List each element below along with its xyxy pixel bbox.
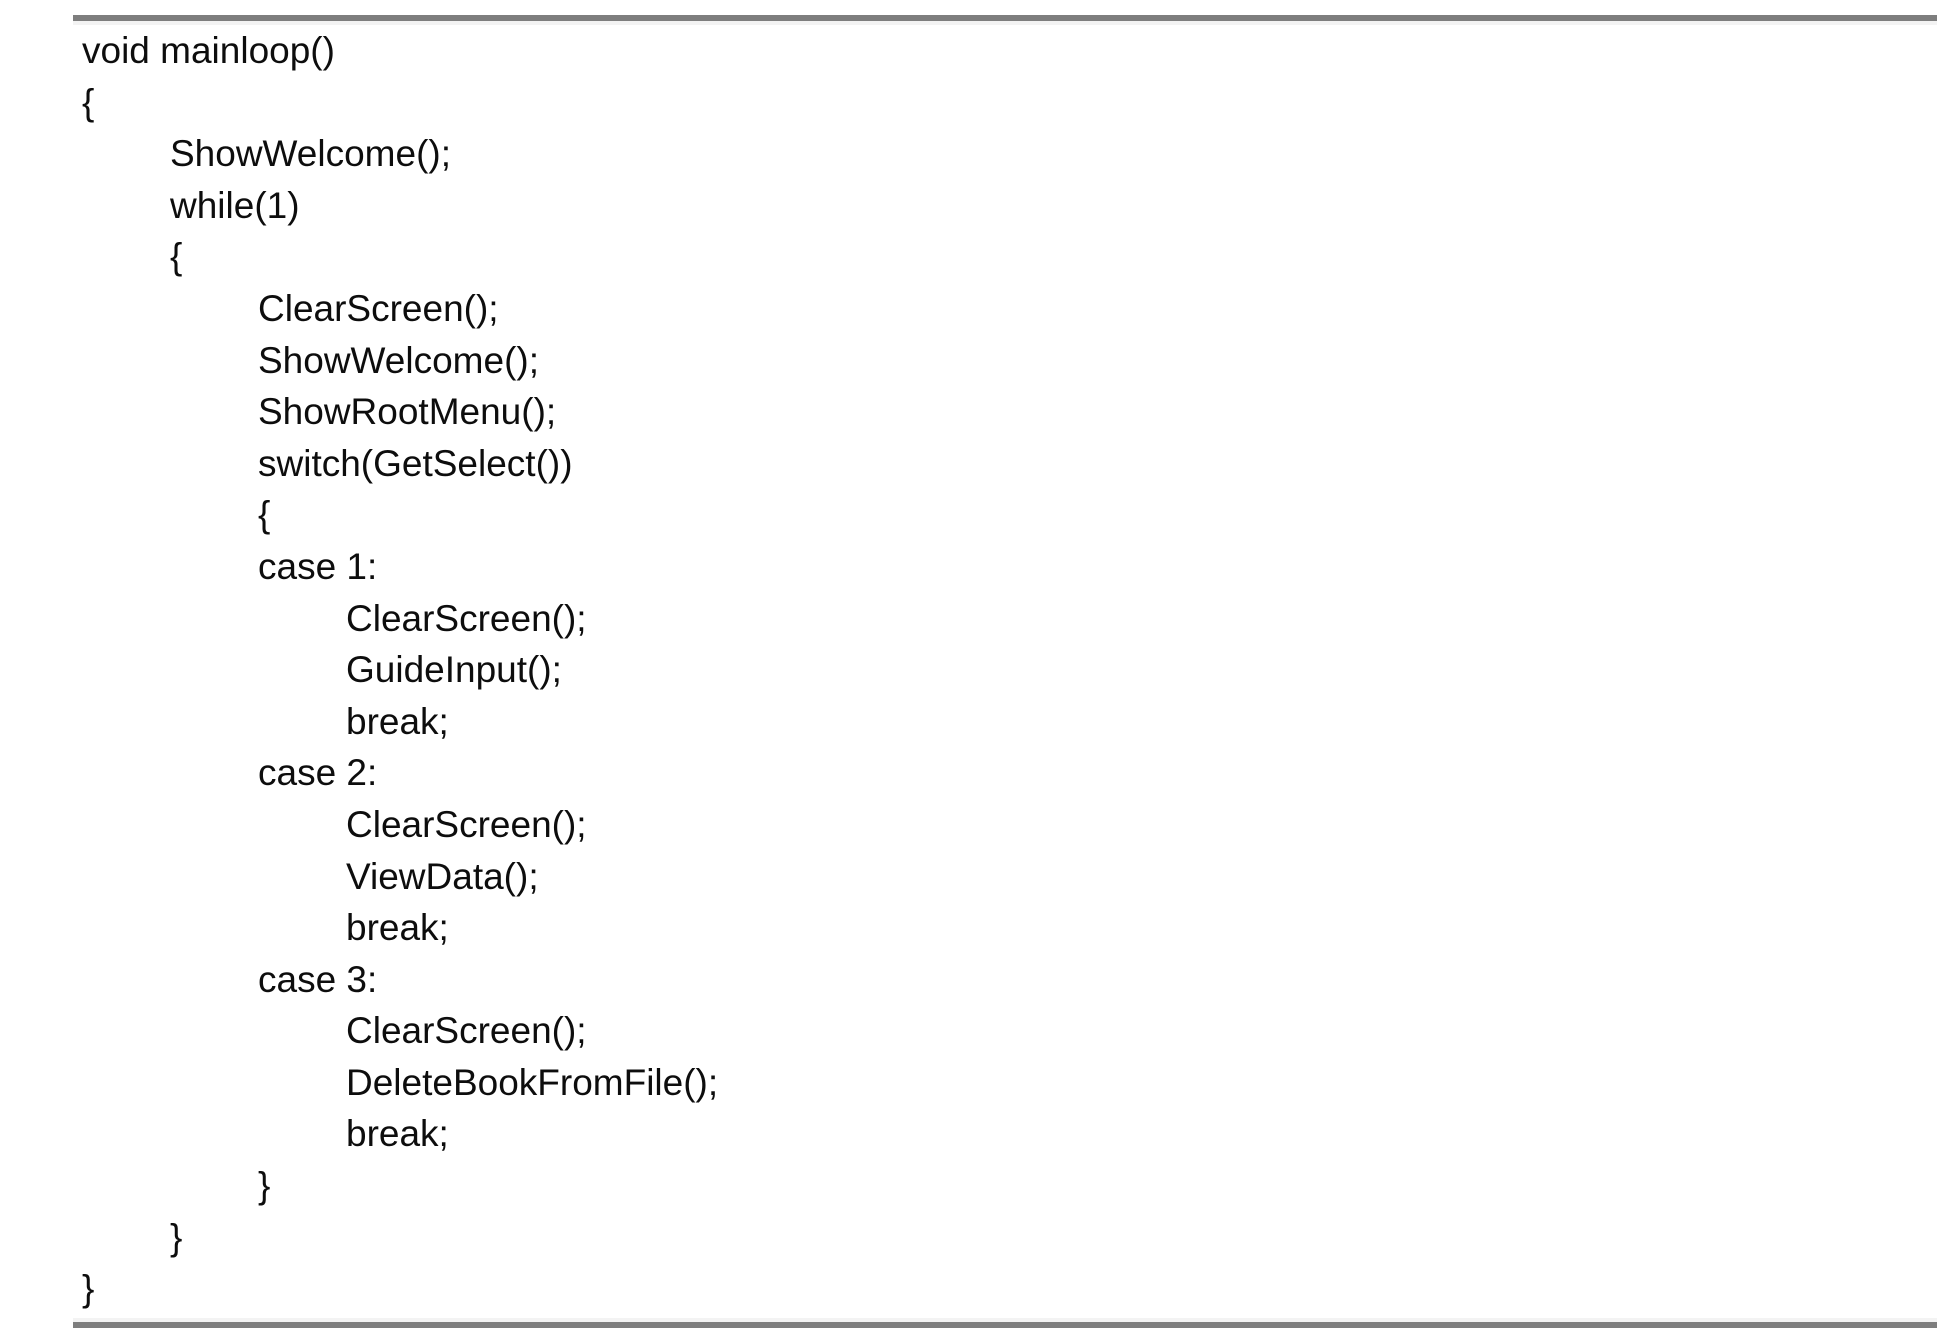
code-line: ShowRootMenu(); [258, 391, 557, 433]
code-line: ClearScreen(); [346, 597, 587, 639]
code-line: break; [346, 1113, 449, 1155]
code-line: } [82, 1268, 95, 1310]
bottom-horizontal-rule [73, 1318, 1937, 1328]
code-line: ClearScreen(); [346, 1010, 587, 1052]
code-line: } [258, 1165, 271, 1207]
code-line: case 2: [258, 752, 378, 794]
code-line: switch(GetSelect()) [258, 442, 573, 484]
code-line: break; [346, 907, 449, 949]
code-line: ClearScreen(); [346, 803, 587, 845]
code-line: } [170, 1216, 183, 1258]
code-line: ClearScreen(); [258, 287, 499, 329]
code-line: break; [346, 700, 449, 742]
code-line: DeleteBookFromFile(); [346, 1061, 719, 1103]
code-line: GuideInput(); [346, 649, 562, 691]
code-line: ShowWelcome(); [258, 339, 540, 381]
code-line: while(1) [170, 184, 300, 226]
top-horizontal-rule [73, 15, 1937, 25]
code-line: ViewData(); [346, 855, 539, 897]
code-line: case 3: [258, 958, 378, 1000]
code-line: { [170, 236, 183, 278]
code-line: { [258, 494, 271, 536]
code-line: void mainloop() [82, 30, 335, 71]
code-line: { [82, 81, 95, 123]
code-line: ShowWelcome(); [170, 133, 452, 175]
code-block: void mainloop() { ShowWelcome(); while(1) { C… [82, 25, 718, 1315]
code-line: case 1: [258, 545, 378, 587]
